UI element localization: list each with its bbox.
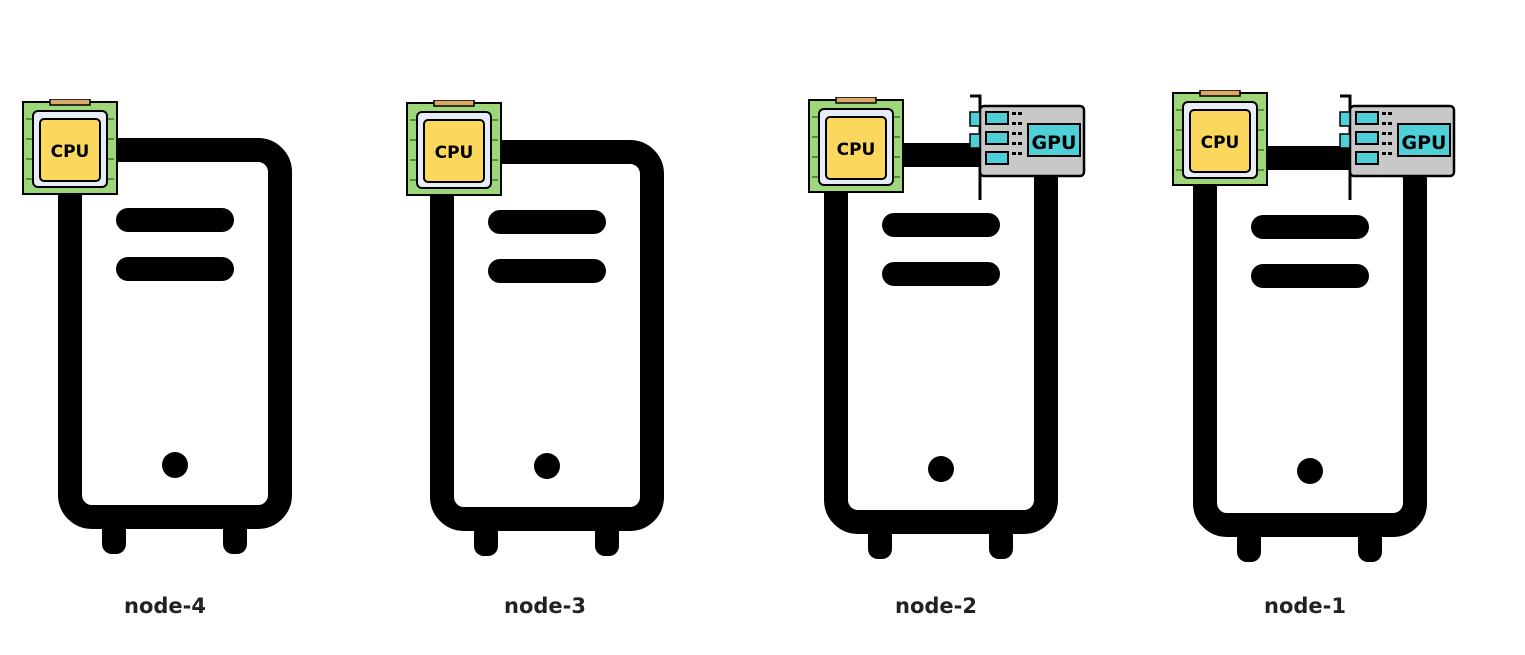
- gpu-text: GPU: [1032, 132, 1077, 154]
- server-tower-icon: [58, 138, 292, 554]
- gpu-text: GPU: [1402, 132, 1447, 154]
- cpu-chip-icon: CPU: [1172, 90, 1268, 186]
- node-label: node-1: [1264, 594, 1346, 618]
- cpu-text: CPU: [51, 142, 90, 162]
- server-node-3: CPU node-3: [372, 0, 712, 655]
- node-label: node-2: [895, 594, 977, 618]
- server-node-4: CPU node-4: [0, 0, 340, 655]
- server-tower-icon: [430, 140, 664, 556]
- gpu-card-icon: GPU: [1339, 94, 1456, 200]
- cpu-chip-icon: CPU: [22, 99, 118, 195]
- cpu-chip-icon: CPU: [406, 100, 502, 196]
- gpu-card-icon: GPU: [969, 94, 1086, 200]
- server-tower-icon: [1193, 146, 1427, 562]
- cpu-text: CPU: [435, 143, 474, 163]
- cpu-chip-icon: CPU: [808, 97, 904, 193]
- node-label: node-4: [124, 594, 206, 618]
- server-node-2: CPU GPU node-2: [766, 0, 1106, 655]
- node-label: node-3: [504, 594, 586, 618]
- server-node-1: CPU GPU node-1: [1135, 0, 1475, 655]
- cpu-text: CPU: [837, 140, 876, 160]
- server-tower-icon: [824, 143, 1058, 559]
- cpu-text: CPU: [1201, 133, 1240, 153]
